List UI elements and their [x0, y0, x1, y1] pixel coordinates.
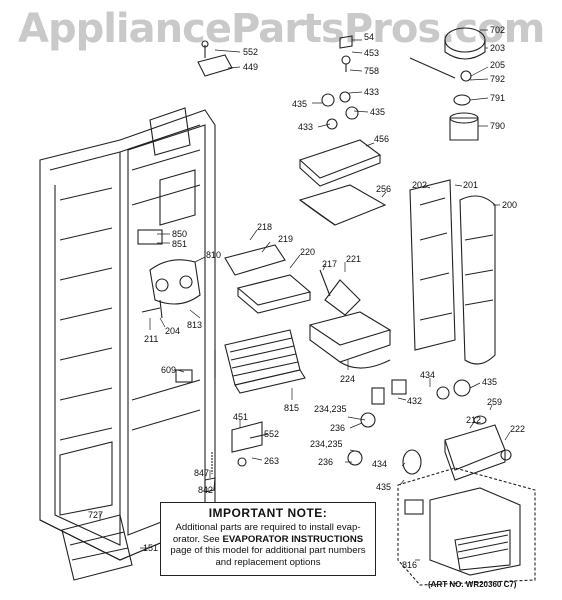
callout-851: 851	[172, 239, 187, 249]
note-line-4: and replacement options	[215, 556, 321, 568]
note-line-2a: orator. See	[172, 533, 223, 545]
callout-205: 205	[490, 60, 505, 70]
callout-218: 218	[257, 222, 272, 232]
clip-609	[175, 369, 193, 383]
art-number: (ART NO. WR20360 C7)	[428, 580, 517, 589]
callout-435-low: 435	[376, 482, 391, 492]
callout-810: 810	[206, 250, 221, 260]
callout-224: 224	[340, 374, 355, 384]
callout-202: 202	[412, 180, 427, 190]
callout-816: 816	[402, 560, 417, 570]
evaporator-cover	[224, 244, 312, 314]
callout-204: 204	[165, 326, 180, 336]
callout-850: 850	[172, 229, 187, 239]
callout-263: 263	[264, 456, 279, 466]
panel-202-201	[409, 179, 456, 351]
callout-236-b: 236	[318, 457, 333, 467]
callout-453: 453	[364, 48, 379, 58]
leader-lines	[99, 29, 511, 561]
callout-217: 217	[322, 259, 337, 269]
callout-256: 256	[376, 184, 391, 194]
kickplate-727	[61, 514, 133, 581]
important-note-box: IMPORTANT NOTE: Additional parts are req…	[160, 502, 376, 576]
callout-790: 790	[490, 121, 505, 131]
note-line-3: page of this model for additional part n…	[170, 545, 366, 556]
cabinet-liner	[39, 107, 216, 561]
callout-433-a: 433	[364, 87, 379, 97]
light-bulb-lower	[402, 449, 422, 475]
callout-758: 758	[364, 66, 379, 76]
callout-54: 54	[364, 32, 374, 42]
drain-pan	[308, 311, 392, 369]
callout-842: 842	[198, 485, 213, 495]
bracket-451	[204, 421, 269, 493]
callout-609: 609	[161, 365, 176, 375]
top-hinge-bracket	[197, 40, 233, 77]
callout-221: 221	[346, 254, 361, 264]
callout-552-mid: 552	[264, 429, 279, 439]
callout-201: 201	[463, 180, 478, 190]
callout-220: 220	[300, 247, 315, 257]
screw-211-204	[141, 299, 163, 319]
callout-727: 727	[88, 510, 103, 520]
callout-200: 200	[502, 200, 517, 210]
callout-labels: 552 449 54 453 758 433 435 433 435 702 2…	[88, 25, 525, 570]
callout-203: 203	[490, 43, 505, 53]
callout-234-235-a: 234,235	[314, 404, 347, 414]
evaporator-fan	[137, 229, 201, 305]
callout-222: 222	[510, 424, 525, 434]
light-socket-group-mid	[371, 379, 471, 405]
shelf-456	[298, 139, 382, 187]
callout-236-a: 236	[330, 423, 345, 433]
callout-219: 219	[278, 234, 293, 244]
callout-435-mid: 435	[482, 377, 497, 387]
callout-435-b: 435	[370, 107, 385, 117]
callout-234-235-b: 234,235	[310, 439, 343, 449]
callout-449: 449	[243, 62, 258, 72]
fan-shroud-816	[397, 467, 536, 586]
shelf-256	[298, 184, 387, 226]
callout-792: 792	[490, 74, 505, 84]
callout-434-low: 434	[372, 459, 387, 469]
housing-259	[444, 415, 512, 481]
callout-435-a: 435	[292, 99, 307, 109]
callout-212: 212	[466, 415, 481, 425]
callout-552-top: 552	[243, 47, 258, 57]
fan-shroud-816-body	[404, 487, 521, 576]
callout-456: 456	[374, 134, 389, 144]
callout-434-mid: 434	[420, 370, 435, 380]
seal-236	[347, 412, 376, 466]
light-socket-group-top	[321, 35, 359, 130]
callout-259: 259	[487, 397, 502, 407]
evaporator-coil	[214, 329, 306, 394]
callout-847: 847	[194, 468, 209, 478]
note-body: Additional parts are required to install…	[161, 522, 375, 568]
panel-200	[459, 195, 496, 365]
callout-815: 815	[284, 403, 299, 413]
callout-151: 151	[143, 543, 158, 553]
callout-451: 451	[233, 412, 248, 422]
callout-702: 702	[490, 25, 505, 35]
callout-211: 211	[144, 334, 158, 344]
duct-217-221	[319, 269, 361, 316]
callout-813: 813	[187, 320, 202, 330]
note-line-1: Additional parts are required to install…	[175, 522, 361, 533]
note-title: IMPORTANT NOTE:	[208, 506, 328, 520]
callout-433-b: 433	[298, 122, 313, 132]
callout-791: 791	[490, 93, 505, 103]
note-line-2b: EVAPORATOR INSTRUCTIONS	[222, 533, 364, 545]
damper-assembly	[409, 27, 486, 141]
callout-432: 432	[407, 396, 422, 406]
